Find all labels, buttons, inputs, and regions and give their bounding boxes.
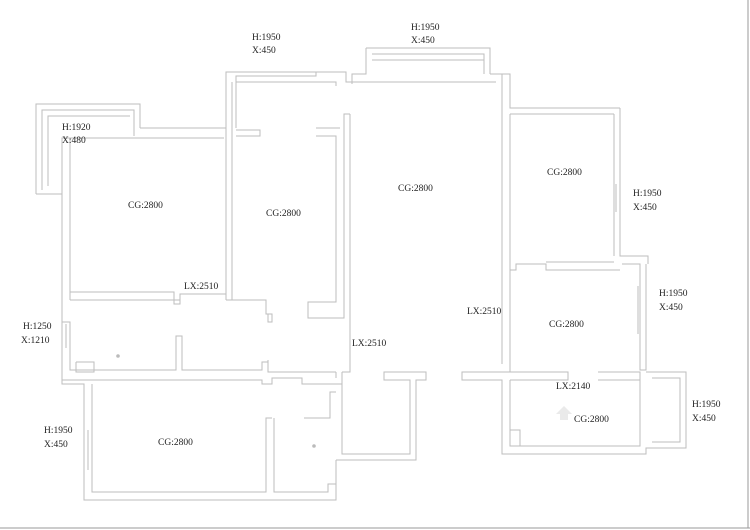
room-ceiling-label: CG:2800: [128, 201, 163, 211]
room-ceiling-label: CG:2800: [266, 209, 301, 219]
window-label-x: X:1210: [21, 336, 50, 346]
window-label-h: H:1250: [23, 322, 52, 332]
beam-label: LX:2510: [467, 307, 502, 317]
room-ceiling-label: CG:2800: [547, 168, 582, 178]
labels: H:1950 X:450 H:1950 X:450 H:1920 X:480 C…: [21, 23, 721, 450]
room-ceiling-label: CG:2800: [574, 415, 609, 425]
window-label-h: H:1920: [62, 123, 91, 133]
window-label-x: X:450: [692, 414, 716, 424]
window-label-h: H:1950: [692, 400, 721, 410]
watermark-icon: [556, 406, 572, 420]
beam-label: LX:2510: [184, 282, 219, 292]
window-label-h: H:1950: [252, 33, 281, 43]
room-ceiling-label: CG:2800: [549, 320, 584, 330]
window-label-x: X:450: [411, 36, 435, 46]
window-label-h: H:1950: [633, 189, 662, 199]
window-label-x: X:480: [62, 136, 86, 146]
room-ceiling-label: CG:2800: [158, 438, 193, 448]
walls: [35, 47, 687, 501]
window-label-x: X:450: [44, 440, 68, 450]
window-label-h: H:1950: [44, 426, 73, 436]
room-ceiling-label: CG:2800: [398, 184, 433, 194]
beam-label: LX:2140: [556, 382, 591, 392]
window-label-x: X:450: [633, 203, 657, 213]
window-label-h: H:1950: [411, 23, 440, 33]
beam-label: LX:2510: [352, 339, 387, 349]
window-label-h: H:1950: [659, 289, 688, 299]
window-label-x: X:450: [659, 303, 683, 313]
window-label-x: X:450: [252, 46, 276, 56]
